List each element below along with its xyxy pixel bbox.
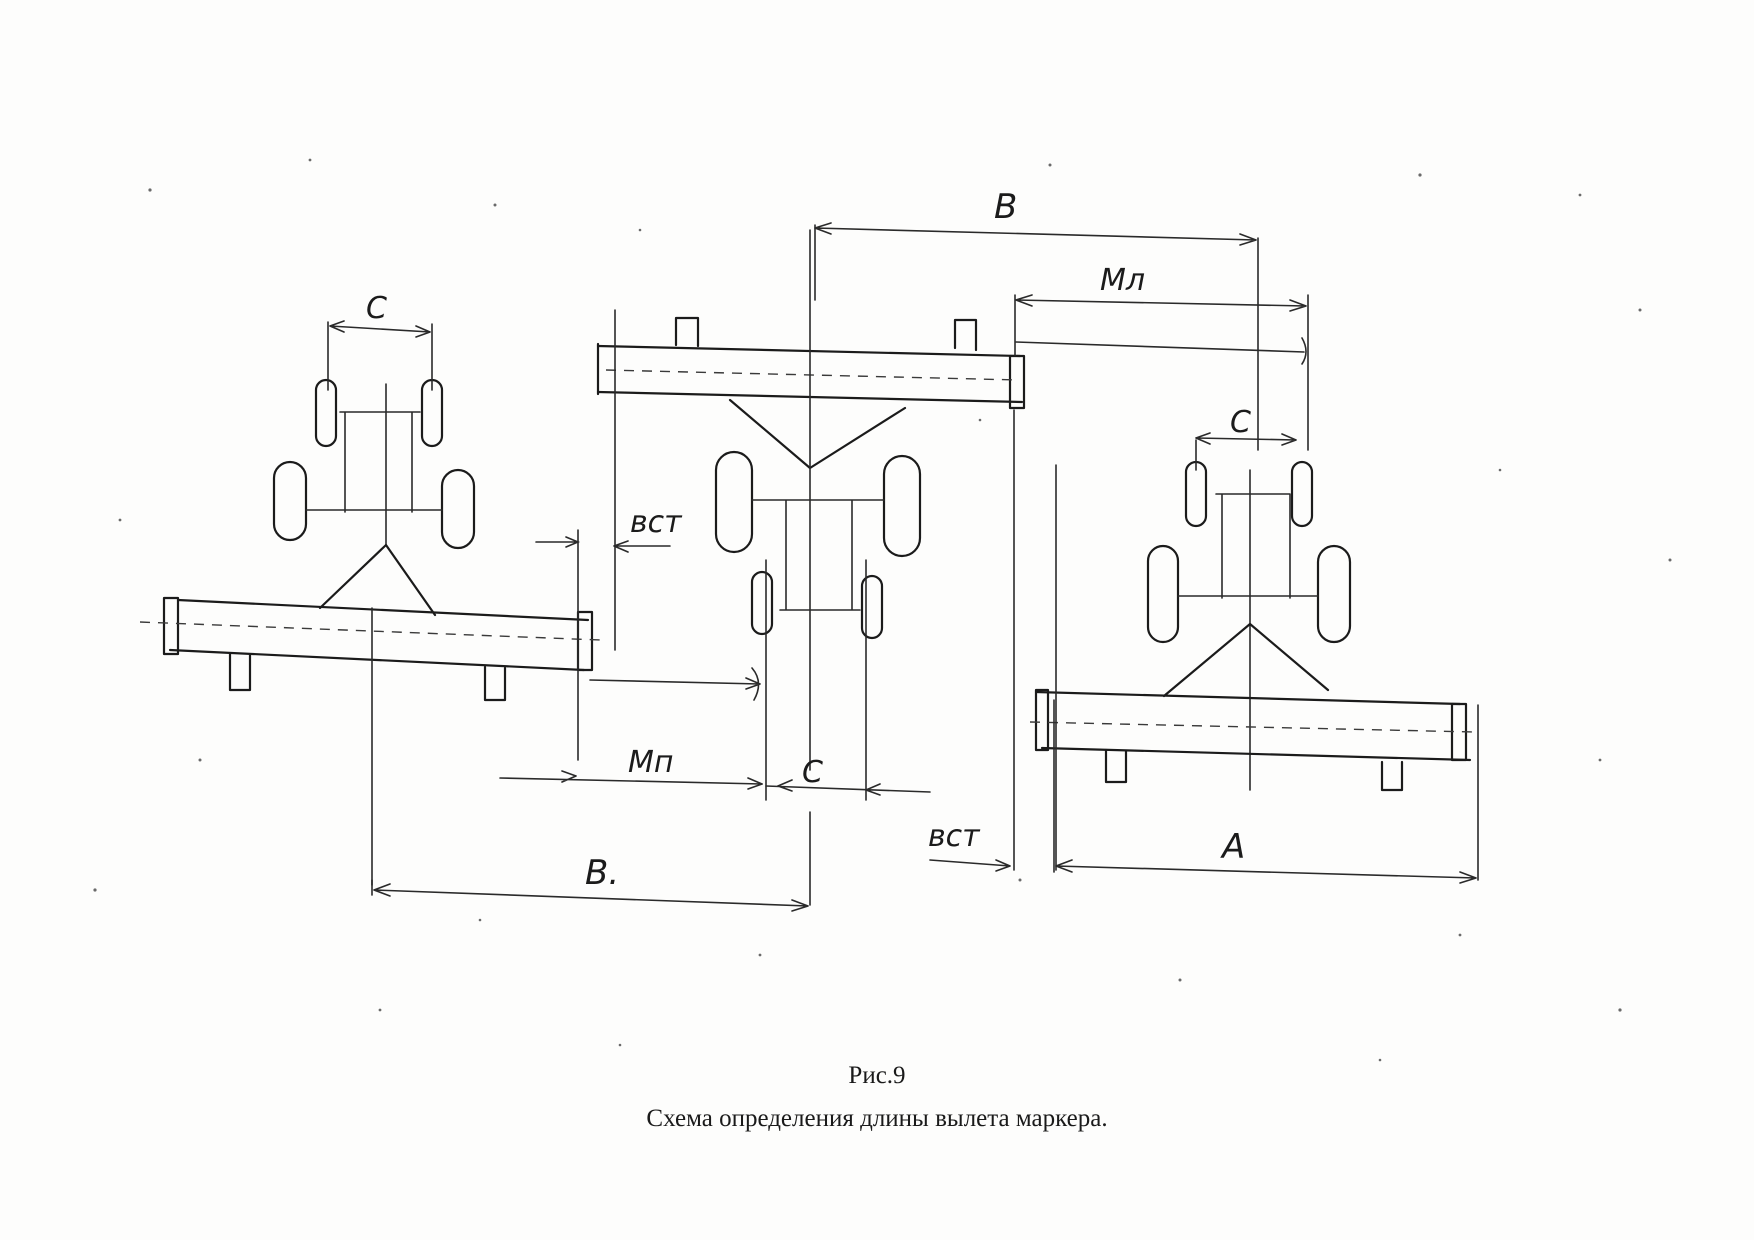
middle-tractor-front-wheel-right	[860, 574, 884, 640]
left-tractor-front-wheel-left	[314, 378, 338, 448]
middle-implement	[596, 316, 1026, 470]
right-tractor-rear-wheel-right	[1316, 544, 1352, 644]
middle-unit	[596, 229, 1026, 906]
left-beam-end-cap	[162, 596, 180, 656]
label-ml: Mл	[1100, 263, 1145, 298]
left-tractor	[272, 378, 476, 617]
right-unit	[1029, 460, 1475, 792]
label-b-bottom: B.	[585, 853, 619, 893]
label-c-left: C	[366, 291, 387, 326]
right-implement	[1029, 688, 1475, 792]
middle-tractor-front-wheel-left	[750, 570, 774, 636]
label-mp: Mп	[628, 745, 674, 780]
right-tractor-front-wheel-left	[1184, 460, 1208, 528]
dimension-lines	[327, 222, 1479, 912]
middle-tractor-rear-wheel-right	[882, 454, 922, 558]
figure-number: Рис.9	[848, 1062, 906, 1089]
label-bst-lower: вст	[928, 819, 981, 854]
middle-tractor-rear-wheel-left	[714, 450, 754, 554]
left-implement	[139, 596, 601, 702]
label-c-middle: C	[802, 755, 823, 790]
label-a: A	[1220, 827, 1245, 867]
left-tractor-rear-wheel-left	[272, 460, 308, 542]
right-tractor-front-wheel-right	[1290, 460, 1314, 528]
right-tractor	[1146, 460, 1352, 791]
left-tractor-rear-wheel-right	[440, 468, 476, 550]
dimension-labels: C B Mл C вст Mп C B. вст A	[366, 187, 1251, 893]
scan-noise	[93, 158, 1672, 1062]
figure-caption: Схема определения длины вылета маркера.	[646, 1105, 1108, 1132]
right-beam-left-cap	[1034, 688, 1050, 752]
label-bst-upper: вст	[630, 505, 683, 540]
middle-beam-right-cap	[1008, 354, 1026, 410]
right-tractor-rear-wheel-left	[1146, 544, 1180, 644]
left-unit	[139, 378, 601, 886]
label-b-top: B	[994, 187, 1017, 227]
middle-tractor	[714, 450, 922, 640]
label-c-right: C	[1230, 405, 1251, 440]
